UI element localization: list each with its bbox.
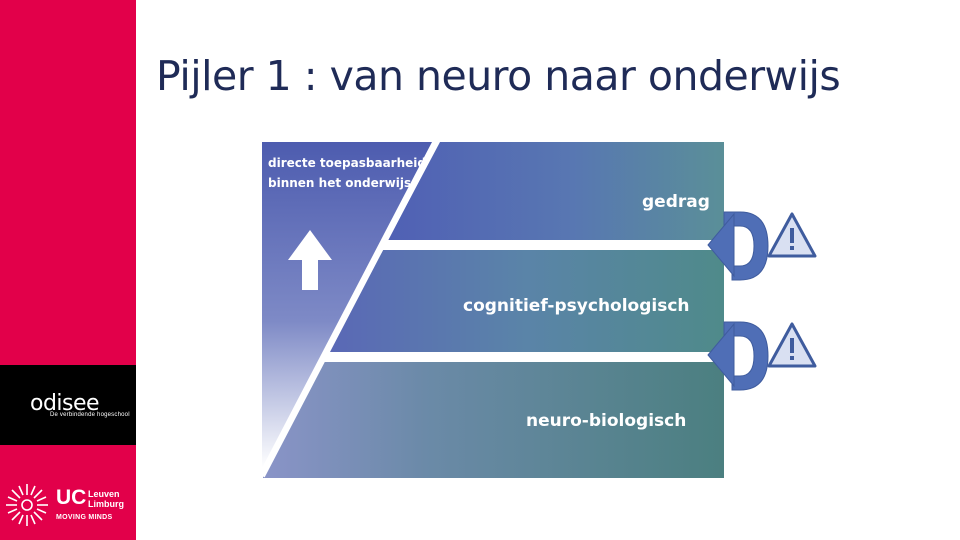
odisee-tagline: De verbindende hogeschool bbox=[50, 412, 130, 418]
diagonal-divider bbox=[262, 142, 439, 478]
separator-1 bbox=[386, 240, 726, 250]
return-arrow-icon-2 bbox=[707, 321, 769, 391]
warning-triangle-icon-1 bbox=[767, 212, 817, 258]
layer-neuro bbox=[263, 362, 724, 478]
level-label-gedrag: gedrag bbox=[642, 192, 710, 212]
uc-logo-block: UC Leuven Limburg MOVING MINDS bbox=[4, 482, 134, 528]
page-title: Pijler 1 : van neuro naar onderwijs bbox=[156, 52, 841, 100]
uc-logo-text: UC bbox=[56, 486, 87, 509]
level-label-cognitief: cognitief-psychologisch bbox=[463, 296, 690, 316]
uc-tagline: MOVING MINDS bbox=[56, 514, 113, 521]
layer-cognitief bbox=[329, 250, 724, 352]
uc-sub-limburg: Limburg bbox=[88, 499, 124, 509]
warning-triangle-icon-2 bbox=[767, 322, 817, 368]
pyramid-diagram: directe toepasbaarheid binnen het onderw… bbox=[262, 142, 822, 480]
level-label-neuro: neuro-biologisch bbox=[526, 411, 687, 431]
pyramid-graphic bbox=[262, 142, 817, 478]
odisee-logo: odisee bbox=[30, 391, 100, 416]
uc-sub-leuven: Leuven bbox=[88, 489, 120, 499]
side-panel bbox=[262, 142, 432, 468]
uc-logo-sub: Leuven Limburg bbox=[88, 489, 124, 509]
uc-sun-icon bbox=[6, 484, 48, 526]
side-label-line2: binnen het onderwijs bbox=[268, 176, 412, 190]
side-label-line1: directe toepasbaarheid bbox=[268, 156, 426, 170]
arrow-up-icon bbox=[288, 230, 332, 290]
sidebar-band bbox=[0, 0, 136, 540]
layer-gedrag bbox=[388, 142, 724, 240]
return-arrow-icon-1 bbox=[707, 211, 769, 281]
separator-2 bbox=[327, 352, 727, 362]
odisee-logo-block bbox=[0, 365, 136, 445]
